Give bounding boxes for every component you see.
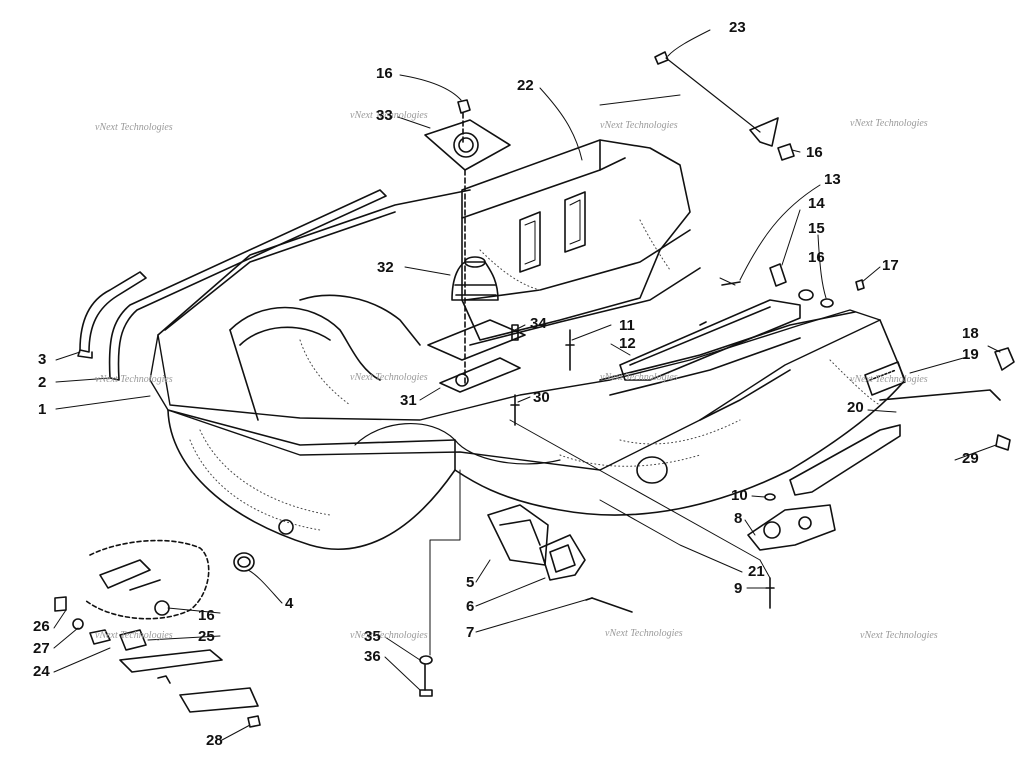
- rear-parts: [789, 347, 1015, 496]
- callout-19: 19: [962, 346, 979, 363]
- callout-11: 11: [619, 317, 635, 334]
- callout-22: 22: [517, 77, 534, 94]
- callout-16-bolt: 16: [806, 144, 823, 161]
- callout-14: 14: [808, 195, 825, 212]
- bolt-23: [654, 51, 795, 161]
- assembly-lines: [429, 94, 771, 656]
- watermark: vNext Technologies: [850, 118, 928, 129]
- callout-31: 31: [400, 392, 417, 409]
- callout-18: 18: [962, 325, 979, 342]
- hull-shading: [189, 219, 881, 531]
- callout-35: 35: [364, 628, 381, 645]
- watermark: vNext Technologies: [600, 372, 678, 383]
- watermark: vNext Technologies: [350, 110, 428, 121]
- watermark: vNext Technologies: [605, 628, 683, 639]
- callout-17: 17: [882, 257, 899, 274]
- callout-16-top: 16: [376, 65, 393, 82]
- small-hardware: [769, 263, 865, 308]
- callout-7: 7: [466, 624, 475, 641]
- watermark: vNext Technologies: [850, 374, 928, 385]
- callout-30: 30: [533, 389, 550, 406]
- callout-16-washer: 16: [808, 249, 825, 266]
- rail-parts: [77, 189, 387, 381]
- switch-8: [747, 493, 836, 609]
- callout-2: 2: [38, 374, 47, 391]
- housing-5-6: [487, 504, 633, 613]
- mounting-plate-33: [424, 99, 511, 171]
- pins: [510, 324, 575, 426]
- callout-27: 27: [33, 640, 50, 657]
- callout-32: 32: [377, 259, 394, 276]
- callout-29: 29: [962, 450, 979, 467]
- callout-15: 15: [808, 220, 825, 237]
- belly-pan: [149, 139, 906, 550]
- boot-and-plate: [427, 169, 526, 393]
- callout-34: 34: [530, 315, 547, 332]
- watermark: vNext Technologies: [350, 372, 428, 383]
- bolt-35-36: [419, 655, 433, 697]
- callout-26: 26: [33, 618, 50, 635]
- callout-10: 10: [731, 487, 748, 504]
- callout-6: 6: [466, 598, 475, 615]
- callout-12: 12: [619, 335, 636, 352]
- callout-9: 9: [734, 580, 743, 597]
- watermark: vNext Technologies: [350, 630, 428, 641]
- leader-lines: [53, 29, 1001, 741]
- grommets: [233, 456, 668, 572]
- callout-33: 33: [376, 107, 393, 124]
- callout-36: 36: [364, 648, 381, 665]
- callout-21: 21: [748, 563, 765, 580]
- watermark: vNext Technologies: [95, 374, 173, 385]
- callout-23: 23: [729, 19, 746, 36]
- callout-4: 4: [285, 595, 294, 612]
- watermark: vNext Technologies: [860, 630, 938, 641]
- watermark: vNext Technologies: [600, 120, 678, 131]
- watermark: vNext Technologies: [95, 630, 173, 641]
- callout-13: 13: [824, 171, 841, 188]
- callout-5: 5: [466, 574, 475, 591]
- callout-1: 1: [38, 401, 47, 418]
- callout-16-inset: 16: [198, 607, 215, 624]
- callout-25: 25: [198, 628, 215, 645]
- callout-3: 3: [38, 351, 47, 368]
- watermark: vNext Technologies: [95, 122, 173, 133]
- callout-20: 20: [847, 399, 864, 416]
- callout-28: 28: [206, 732, 223, 749]
- callout-24: 24: [33, 663, 50, 680]
- callout-8: 8: [734, 510, 743, 527]
